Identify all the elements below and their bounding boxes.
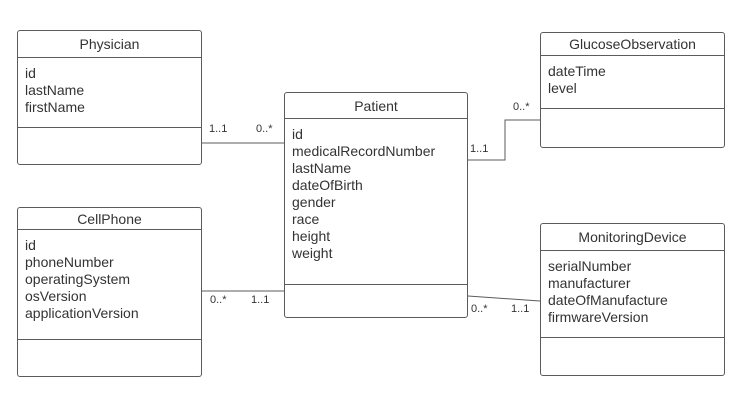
attribute-name: gender [292,194,336,210]
class-title: Patient [285,93,467,119]
attribute-name: operatingSystem [25,271,131,287]
attribute-name: dateOfManufacture [548,292,668,308]
attribute-name: height [292,228,331,244]
multiplicity-patient-end: 0..* [471,303,488,315]
class-methods-compartment [18,127,201,164]
multiplicity-patient-end: 1..1 [470,143,489,155]
attribute-name: id [292,126,303,142]
attribute-name: lastName [292,160,352,176]
attribute-name: osVersion [25,288,87,304]
attribute-name: lastName [25,82,85,98]
attribute-name: id [25,237,36,253]
attribute-name: id [25,65,36,81]
class-title: MonitoringDevice [541,224,724,251]
class-methods-compartment [18,339,201,376]
attribute-name: medicalRecordNumber [292,143,436,159]
multiplicity-physician-end: 1..1 [209,123,228,135]
class-methods-compartment [541,337,724,375]
class-methods-compartment [541,108,724,147]
attribute-name: manufacturer [548,275,631,291]
attribute-name: race [292,211,320,227]
multiplicity-patient-end: 1..1 [251,294,270,306]
attribute-name: dateTime [548,63,606,79]
attribute-name: phoneNumber [25,254,114,270]
attribute-name: dateOfBirth [292,177,363,193]
attribute-name: serialNumber [548,258,632,274]
attribute-name: weight [292,245,333,261]
attribute-name: firstName [25,99,85,115]
multiplicity-monitoringdevice-end: 1..1 [511,303,530,315]
multiplicity-glucoseobservation-end: 0..* [513,101,530,113]
class-title: GlucoseObservation [541,33,724,56]
attribute-name: level [548,80,577,96]
attribute-name: applicationVersion [25,305,139,321]
class-title: CellPhone [18,208,201,230]
multiplicity-patient-end: 0..* [256,123,273,135]
multiplicity-cellphone-end: 0..* [210,294,227,306]
class-title: Physician [18,31,201,58]
attribute-name: firmwareVersion [548,309,649,325]
class-methods-compartment [285,284,467,317]
connector-patient-monitoringdevice[interactable] [467,295,541,302]
